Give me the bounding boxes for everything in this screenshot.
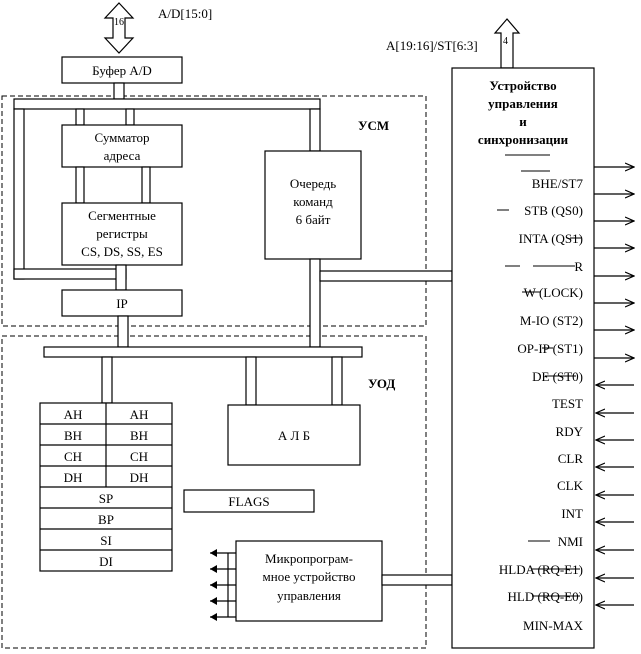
reg-single-2: SI: [100, 533, 112, 548]
signal-out-1: STB (QS0): [524, 203, 583, 218]
ad-bus-arrow: [103, 2, 135, 54]
signal-out-5: M-IO (ST2): [520, 313, 583, 328]
signal-in-5: NMI: [558, 534, 583, 549]
flags-register-block: [183, 489, 315, 513]
buffer-ad-block: [61, 56, 183, 84]
queue-top-link: [309, 108, 321, 152]
reg-single-3: DI: [99, 554, 113, 569]
micro-label-3: управления: [277, 588, 341, 603]
flags-label: FLAGS: [228, 494, 269, 509]
signal-in-2: CLR: [558, 451, 584, 466]
signal-out-0: BHE/ST7: [532, 176, 584, 191]
reg-pair-0-right: AH: [130, 407, 149, 422]
a-bus-label: A[19:16]/ST[6:3]: [386, 38, 478, 53]
segment-registers-block: [61, 202, 183, 266]
output-signals: BHE/ST7 STB (QS0) INTA (QS1) R W (LOCK) …: [497, 167, 634, 384]
uod-label: УОД: [368, 376, 395, 391]
adder-link-1: [75, 108, 85, 126]
buffer-ad-label: Буфер A/D: [92, 63, 152, 78]
input-signals: TEST RDY CLR CLK INT NMI HLDA (RQ-E1) HL…: [499, 385, 634, 633]
queue-label-3: 6 байт: [296, 212, 331, 227]
signal-out-3: R: [574, 259, 583, 274]
seg-label-2: регистры: [96, 226, 148, 241]
reg-link-1: [101, 356, 113, 404]
seg-link-2: [141, 166, 151, 204]
queue-control-link: [319, 270, 453, 282]
reg-pair-2-right: CH: [130, 449, 148, 464]
signal-in-0: TEST: [552, 396, 583, 411]
general-registers: AH AH BH BH CH CH DH DH SP BP SI DI: [39, 402, 173, 572]
ad-bus-width: 16: [114, 17, 124, 28]
alu-link-2: [331, 356, 343, 406]
seg-link-1: [75, 166, 85, 204]
ip-to-alu-bus-link: [117, 315, 129, 348]
queue-label-1: Очередь: [290, 176, 336, 191]
micro-control-outputs: [210, 549, 236, 621]
reg-pair-2-left: CH: [64, 449, 82, 464]
usm-boundary: [1, 95, 427, 327]
ad-bus-label: A/D[15:0]: [158, 6, 212, 21]
ip-register-block: [61, 289, 183, 317]
adder-link-2: [125, 108, 135, 126]
alu-link-1: [245, 356, 257, 406]
uod-boundary: [1, 335, 427, 649]
instruction-queue-block: [264, 150, 362, 260]
signal-out-4: W (LOCK): [524, 285, 583, 300]
signal-in-1: RDY: [556, 424, 584, 439]
signal-in-3: CLK: [557, 478, 584, 493]
reg-pair-1-right: BH: [130, 428, 148, 443]
adder-label-2: адреса: [104, 148, 141, 163]
control-label-3: и: [519, 114, 527, 129]
ip-label: IP: [116, 296, 128, 311]
seg-label-1: Сегментные: [88, 208, 156, 223]
control-label-1: Устройство: [489, 78, 556, 93]
reg-pair-3-right: DH: [130, 470, 149, 485]
execution-unit-bus: [43, 346, 363, 358]
control-label-2: управления: [488, 96, 558, 111]
loop-bottom-bus: [13, 268, 127, 280]
ip-link: [115, 264, 127, 291]
micro-label-2: мное устройство: [263, 569, 356, 584]
reg-pair-0-left: AH: [64, 407, 83, 422]
reg-single-0: SP: [99, 491, 113, 506]
control-sync-unit-block: [451, 67, 595, 649]
top-internal-bus: [13, 98, 321, 110]
seg-label-3: CS, DS, SS, ES: [81, 244, 163, 259]
queue-bottom-link: [309, 258, 321, 348]
usm-label: УСМ: [358, 118, 389, 133]
micro-label-1: Микропрограм-: [265, 551, 353, 566]
microprogram-control-block: [235, 540, 383, 622]
address-adder-block: [61, 124, 183, 168]
micro-control-link: [381, 574, 453, 586]
signal-in-8: MIN-MAX: [523, 618, 584, 633]
alu-label: А Л Б: [278, 428, 310, 443]
signal-out-2: INTA (QS1): [519, 231, 583, 246]
left-loop-bus: [13, 108, 25, 280]
buffer-link: [113, 82, 125, 100]
reg-single-1: BP: [98, 512, 114, 527]
reg-pair-3-left: DH: [64, 470, 83, 485]
a-bus-width: 4: [503, 36, 508, 47]
queue-label-2: команд: [293, 194, 333, 209]
alu-block: [227, 404, 361, 466]
signal-in-4: INT: [561, 506, 583, 521]
reg-pair-1-left: BH: [64, 428, 82, 443]
control-label-4: синхронизации: [478, 132, 569, 147]
adder-label-1: Сумматор: [95, 130, 150, 145]
